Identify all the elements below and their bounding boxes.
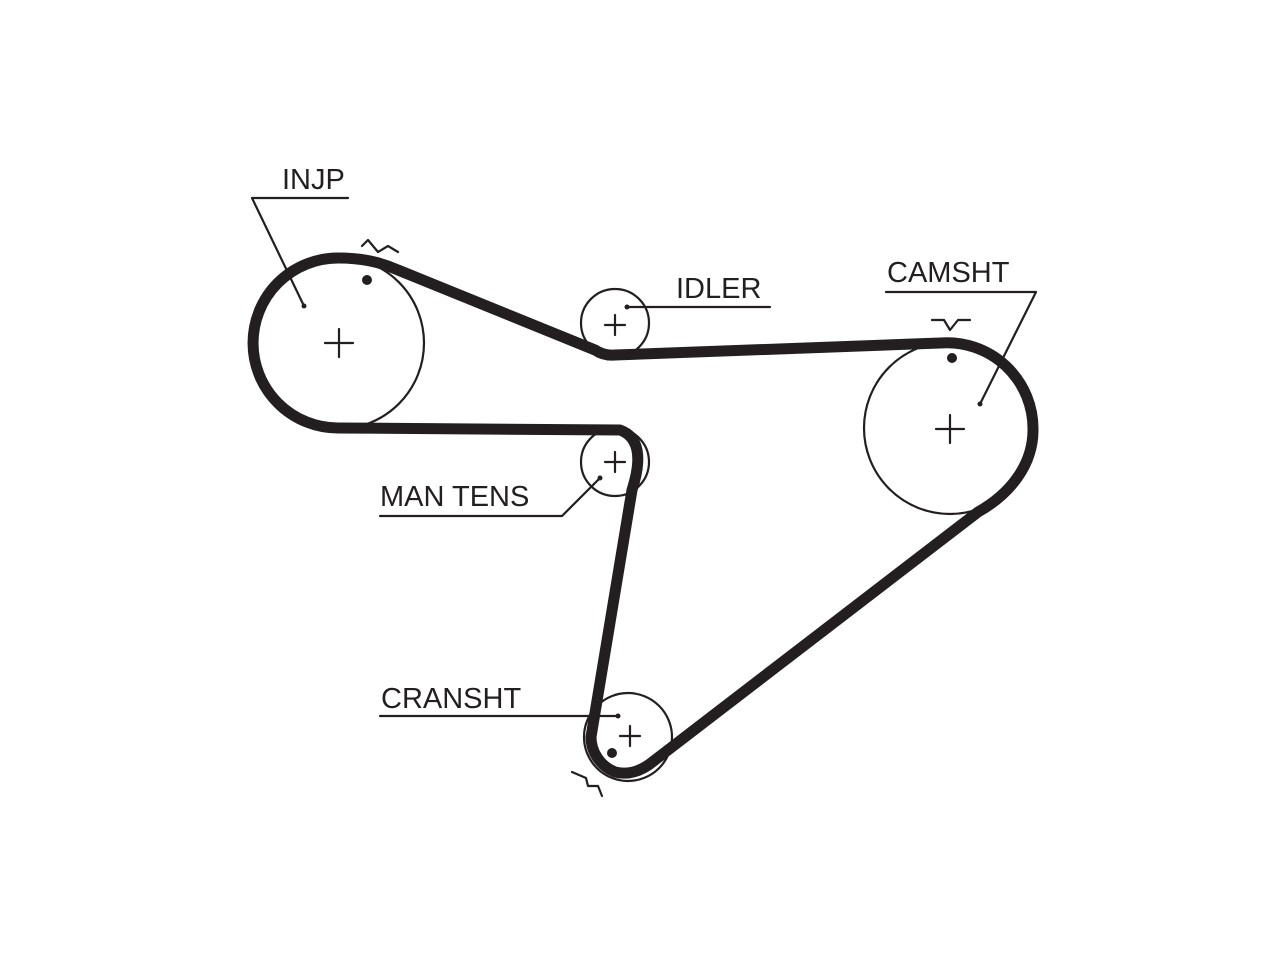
timing-mark-icon (360, 238, 400, 254)
center-cross-icon (603, 313, 627, 337)
leader-end-dot (977, 401, 983, 407)
timing-dot (607, 748, 617, 758)
leader-end-dot (624, 304, 630, 310)
crankshaft-pulley (582, 691, 674, 783)
pulleys (250, 255, 1038, 783)
timing-dots (362, 275, 957, 758)
leader-end-dot (301, 303, 307, 309)
timing-mark-icon (930, 318, 972, 332)
center-cross-icon (934, 413, 966, 445)
leader-lines (250, 196, 1038, 719)
injp-label: INJP (282, 164, 345, 196)
leader-end-dot (615, 713, 621, 719)
idler-label: IDLER (676, 273, 761, 305)
timing-dot (947, 353, 957, 363)
man-tens-leader-line (378, 476, 602, 518)
camsht-label: CAMSHT (887, 257, 1010, 289)
center-cross-icon (323, 327, 355, 359)
cransht-label: CRANSHT (381, 683, 521, 715)
center-cross-icon-group (323, 313, 966, 748)
leader-end-dot (597, 475, 603, 481)
timing-mark-icon (570, 770, 604, 798)
center-cross-icon (618, 724, 642, 748)
man-tens-label: MAN TENS (380, 481, 529, 513)
timing-belt (247, 252, 1039, 779)
camsht-leader-line (884, 290, 1038, 406)
center-cross-icon (603, 450, 627, 474)
timing-dot (362, 275, 372, 285)
injp-leader-line (250, 196, 350, 308)
